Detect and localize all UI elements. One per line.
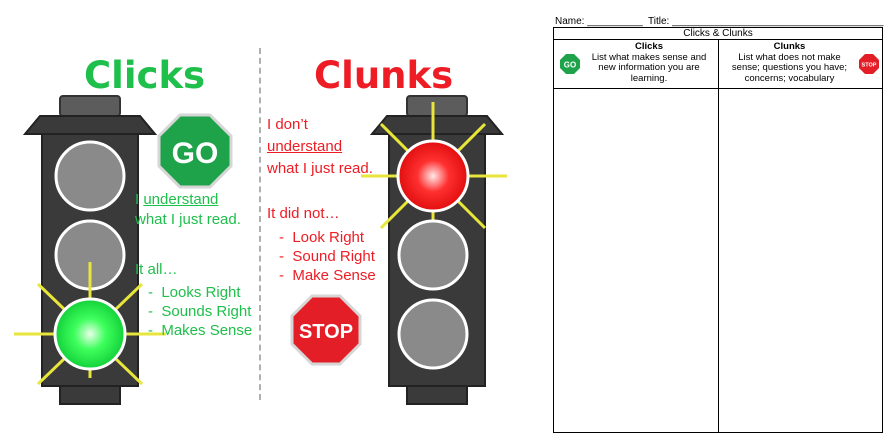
clunks-column: Clunks List what does not make sense; qu… [719, 40, 882, 432]
clunks-list: - Look Right - Sound Right - Make Sense [279, 228, 376, 285]
stop-icon: STOP [859, 54, 879, 74]
clicks-it-all: It all… [135, 261, 178, 278]
stop-sign-label: STOP [299, 321, 353, 343]
clicks-column: GO Clicks List what makes sense and new … [554, 40, 719, 432]
clunks-line1: I don’t [267, 116, 308, 133]
title-label: Title: _________________________________… [648, 16, 884, 27]
list-item: - Look Right [279, 229, 365, 246]
svg-text:STOP: STOP [862, 63, 877, 69]
go-sign-label: GO [172, 137, 219, 170]
list-item: - Makes Sense [148, 322, 253, 339]
clunks-column-header: Clunks List what does not make sense; qu… [719, 40, 882, 89]
worksheet-heading: Clicks & Clunks [554, 28, 882, 40]
clunks-instruction-line: concerns; vocabulary [744, 72, 835, 84]
clicks-instruction-line: List what makes sense and [591, 51, 707, 63]
clunks-column-title: Clunks [773, 41, 806, 52]
clunks-line2: understand [267, 138, 343, 155]
clunks-instruction-line: List what does not make [738, 51, 841, 63]
clicks-understand-line2: what I just read. [135, 211, 241, 228]
clicks-answer-area[interactable] [554, 89, 718, 432]
list-item: - Make Sense [279, 267, 376, 284]
clicks-column-header: GO Clicks List what makes sense and new … [554, 40, 718, 89]
clicks-column-title: Clicks [635, 41, 663, 52]
name-label: Name: __________ [555, 16, 643, 27]
go-sign-icon: GO [157, 113, 233, 189]
svg-text:GO: GO [564, 61, 576, 70]
list-item: - Sound Right [279, 248, 375, 265]
clicks-understand-word: understand [143, 191, 219, 208]
stop-sign-icon: STOP [290, 294, 362, 366]
clunks-line3: what I just read. [267, 160, 373, 177]
clunks-instruction-line: sense; questions you have; [731, 62, 848, 73]
clunks-answer-area[interactable] [719, 89, 882, 432]
worksheet-table: Clicks & Clunks GO Clicks List what make… [553, 27, 883, 433]
clicks-instruction-line: learning. [630, 72, 668, 84]
clicks-understand-prefix: I [135, 191, 144, 208]
clicks-instruction-line: new information you are [598, 62, 700, 73]
list-item: - Sounds Right [148, 303, 252, 320]
clicks-title: Clicks [84, 54, 206, 97]
clunks-dont-understand-text: I don’t understand what I just read. [267, 114, 373, 180]
clunks-title: Clunks [314, 54, 454, 97]
go-icon: GO [560, 54, 580, 74]
list-item: - Looks Right [148, 284, 241, 301]
clicks-list: - Looks Right - Sounds Right - Makes Sen… [148, 283, 252, 340]
clicks-understand-text: I understand what I just read. [135, 190, 241, 230]
red-traffic-light [361, 95, 507, 405]
clunks-it-did-not: It did not… [267, 205, 340, 222]
panel-divider [259, 48, 261, 400]
green-traffic-light [14, 95, 166, 405]
